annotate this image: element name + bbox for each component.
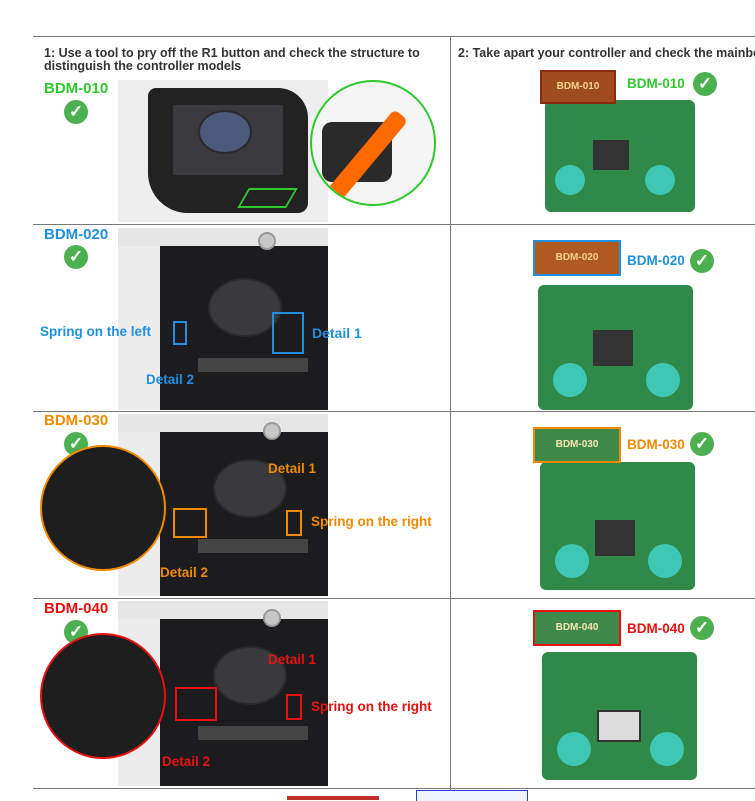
detail2-label-040: Detail 2 — [162, 754, 211, 769]
model-label-020: BDM-020 — [44, 226, 109, 243]
trigger-mechanism — [42, 447, 97, 497]
spring-label-040: Spring on the right — [311, 699, 432, 714]
check-icon: ✓ — [690, 432, 714, 456]
detail1-box — [286, 510, 302, 536]
detail2-box — [175, 687, 217, 721]
board-label-030: BDM-030 — [627, 437, 685, 452]
board-tag-020: BDM-020 — [533, 240, 621, 276]
r1-photo-010 — [118, 80, 328, 222]
row-divider — [33, 598, 755, 599]
detail2-label-030: Detail 2 — [160, 565, 209, 580]
detail1-label-020: Detail 1 — [312, 325, 362, 341]
check-icon: ✓ — [690, 249, 714, 273]
mainboard-040 — [542, 652, 697, 787]
trigger-mechanism — [213, 646, 287, 705]
board-tag-040: BDM-040 — [533, 610, 621, 646]
check-icon: ✓ — [690, 616, 714, 640]
model-label-010: BDM-010 — [44, 80, 109, 97]
screw — [263, 422, 281, 440]
right-stick — [645, 165, 675, 195]
r1-photo-020 — [118, 228, 328, 410]
board-tag-030: BDM-030 — [533, 427, 621, 463]
right-stick — [646, 363, 680, 397]
chip — [595, 520, 635, 556]
step2-header: 2: Take apart your controller and check … — [458, 47, 755, 60]
bottom-fragment-image — [416, 790, 528, 801]
detail1-label-040: Detail 1 — [268, 652, 317, 667]
top-divider — [33, 36, 755, 37]
detail1-box — [272, 312, 304, 354]
detail1-box — [286, 694, 302, 720]
trigger-mechanism — [208, 278, 282, 337]
row-divider — [33, 411, 755, 412]
model-label-030: BDM-030 — [44, 412, 109, 429]
rail — [42, 685, 132, 699]
check-icon: ✓ — [693, 72, 717, 96]
board-label-010: BDM-010 — [627, 76, 685, 91]
chip — [593, 330, 633, 366]
bottom-divider — [33, 788, 755, 789]
pry-tool-inset — [310, 80, 436, 206]
screw — [263, 609, 281, 627]
mainboard-030 — [540, 462, 695, 597]
detail1-label-030: Detail 1 — [268, 461, 317, 476]
left-stick — [557, 732, 591, 766]
chip — [593, 140, 629, 170]
screw — [258, 232, 276, 250]
trigger-mechanism — [213, 459, 287, 518]
rail — [198, 726, 308, 740]
model-label-040: BDM-040 — [44, 600, 109, 617]
column-divider — [450, 36, 451, 800]
trigger-mechanism — [42, 635, 97, 685]
rail — [198, 539, 308, 553]
right-stick — [650, 732, 684, 766]
detail2-label-020: Detail 2 — [146, 372, 195, 387]
spring-label-030: Spring on the right — [311, 514, 432, 529]
board-label-020: BDM-020 — [627, 253, 685, 268]
chip — [597, 710, 641, 742]
board-tag-010: BDM-010 — [540, 70, 616, 104]
left-stick — [555, 544, 589, 578]
spring-label-020: Spring on the left — [40, 324, 151, 339]
zoom-inset-040 — [40, 633, 166, 759]
board-label-040: BDM-040 — [627, 621, 685, 636]
mechanism — [198, 110, 252, 154]
rail — [198, 358, 308, 372]
detail2-box — [173, 508, 207, 538]
right-stick — [648, 544, 682, 578]
check-icon: ✓ — [64, 245, 88, 269]
rail — [42, 497, 132, 511]
mainboard-010 — [545, 70, 695, 212]
left-stick — [555, 165, 585, 195]
check-icon: ✓ — [64, 100, 88, 124]
bottom-fragment-red — [287, 796, 379, 800]
mainboard-020 — [538, 275, 693, 410]
row-divider — [33, 224, 755, 225]
detail2-box — [173, 321, 187, 345]
step1-header: 1: Use a tool to pry off the R1 button a… — [44, 46, 420, 73]
left-stick — [553, 363, 587, 397]
zoom-inset-030 — [40, 445, 166, 571]
